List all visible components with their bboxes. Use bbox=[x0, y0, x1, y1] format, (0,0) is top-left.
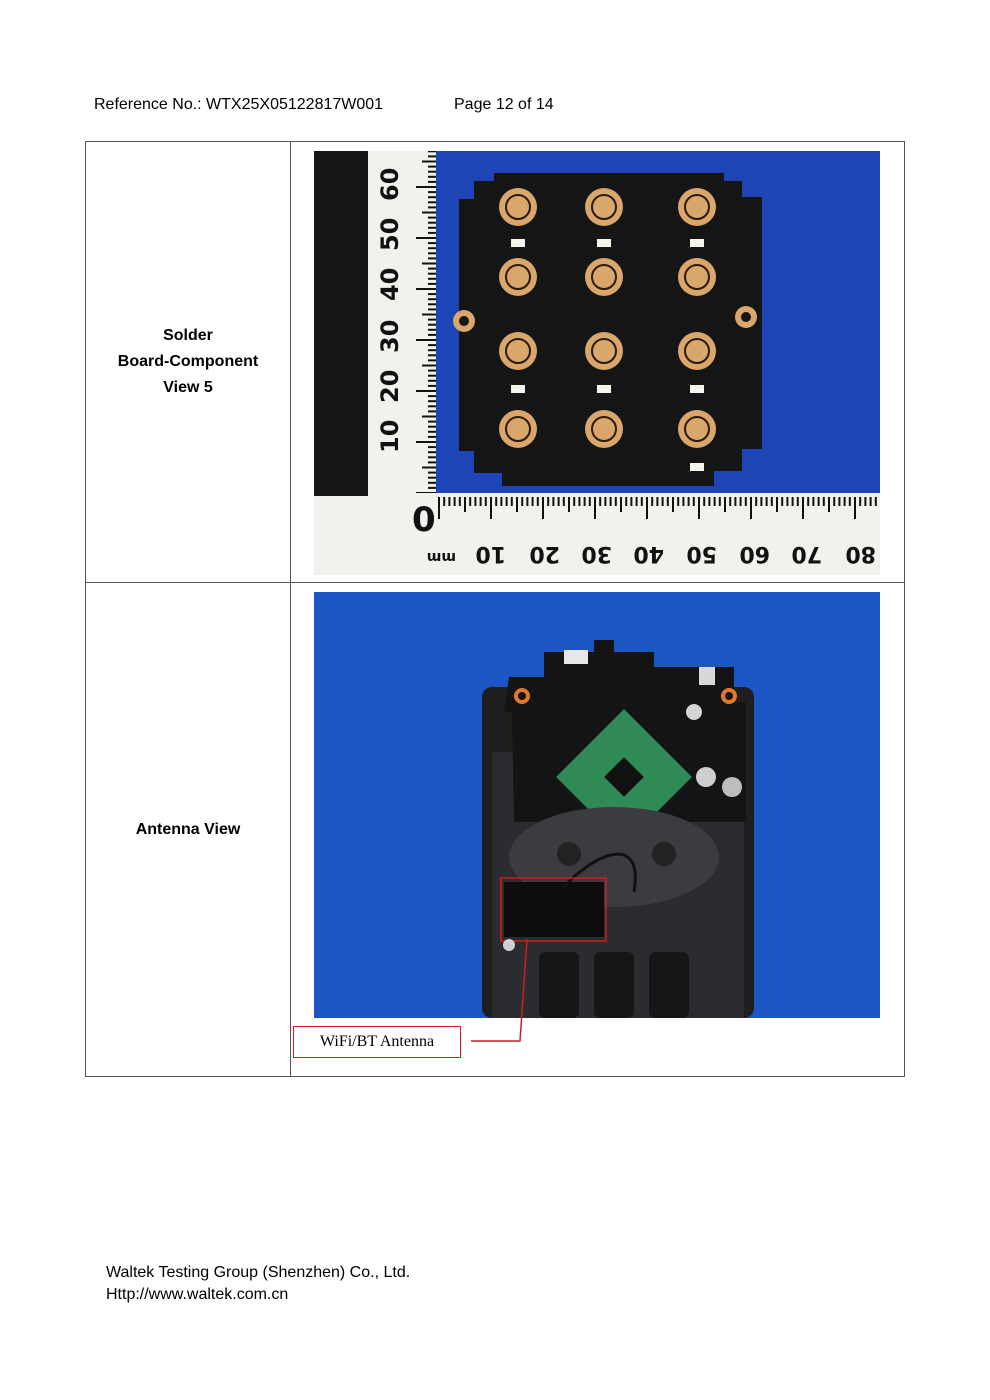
page-number: Page 12 of 14 bbox=[454, 96, 554, 113]
photo-table: Solder Board-Component View 5 10 20 30 bbox=[85, 141, 905, 1077]
row-label: Antenna View bbox=[85, 582, 291, 1077]
ruler-label: 60 bbox=[739, 541, 770, 566]
ruler-label: 10 bbox=[475, 541, 506, 566]
ruler-label: 70 bbox=[791, 541, 822, 566]
ruler-label: 10 bbox=[376, 420, 404, 453]
ruler-label: 50 bbox=[376, 218, 404, 251]
photo-cell: 10 20 30 40 50 60 0 mm 10 20 bbox=[290, 141, 905, 583]
antenna-photo bbox=[314, 592, 880, 1018]
ruler-label: mm bbox=[427, 549, 456, 565]
svg-text:0: 0 bbox=[412, 500, 436, 540]
ruler-label: 50 bbox=[686, 541, 717, 566]
label-line: Board-Component bbox=[117, 353, 259, 370]
antenna-callout: WiFi/BT Antenna bbox=[293, 1026, 461, 1058]
ruler-label: 30 bbox=[376, 320, 404, 353]
label-line: Solder bbox=[163, 327, 213, 344]
label-line: View 5 bbox=[163, 379, 213, 396]
ruler-label: 20 bbox=[529, 541, 560, 566]
solder-board-photo: 10 20 30 40 50 60 0 mm 10 20 bbox=[314, 151, 880, 575]
company-url: Http://www.waltek.com.cn bbox=[106, 1286, 289, 1303]
ruler-label: 40 bbox=[633, 541, 664, 566]
page-footer: Waltek Testing Group (Shenzhen) Co., Ltd… bbox=[106, 1262, 410, 1306]
ruler-label: 30 bbox=[581, 541, 612, 566]
photo-cell: WiFi/BT Antenna bbox=[290, 582, 905, 1077]
reference-number: Reference No.: WTX25X05122817W001 bbox=[94, 96, 384, 113]
page-header: Reference No.: WTX25X05122817W001 Page 1… bbox=[94, 96, 554, 114]
table-row: Antenna View bbox=[85, 582, 905, 1077]
callout-leader bbox=[471, 938, 528, 1042]
ruler-label: 80 bbox=[845, 541, 876, 566]
solder-board-image: 10 20 30 40 50 60 0 mm 10 20 bbox=[314, 151, 880, 575]
ruler-label: 40 bbox=[376, 268, 404, 301]
ruler-label: 20 bbox=[376, 370, 404, 403]
company-name: Waltek Testing Group (Shenzhen) Co., Ltd… bbox=[106, 1264, 411, 1281]
label-line: Antenna View bbox=[135, 820, 241, 838]
ruler-label: 60 bbox=[376, 168, 404, 201]
table-row: Solder Board-Component View 5 10 20 30 bbox=[85, 141, 905, 583]
antenna-image bbox=[314, 592, 880, 1018]
row-label: Solder Board-Component View 5 bbox=[85, 141, 291, 583]
